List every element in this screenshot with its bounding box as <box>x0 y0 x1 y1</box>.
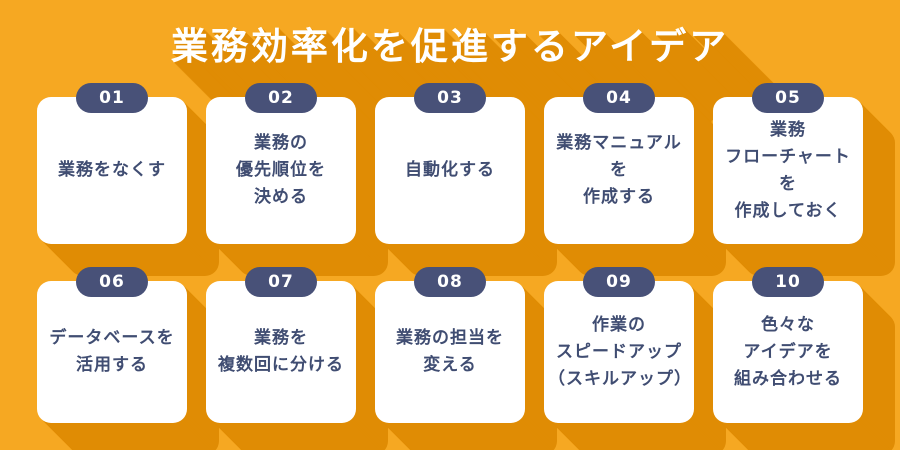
page-title: 業務効率化を促進するアイデア <box>170 25 730 68</box>
idea-card: 03 自動化する <box>375 83 525 244</box>
number-badge: 05 <box>752 83 824 113</box>
idea-card: 05 業務フローチャートを作成しておく <box>713 83 863 244</box>
idea-text: 作業のスピードアップ（スキルアップ） <box>548 314 692 389</box>
cards-row-1: 01 業務をなくす 02 業務の優先順位を決める 03 自動化する 04 業務マ… <box>37 83 863 244</box>
idea-text: 色々なアイデアを組み合わせる <box>734 314 842 389</box>
idea-card: 04 業務マニュアルを作成する <box>544 83 694 244</box>
idea-text: 業務マニュアルを作成する <box>556 133 682 207</box>
number-badge: 01 <box>76 83 148 113</box>
idea-card: 06 データベースを活用する <box>37 267 187 423</box>
number-badge: 06 <box>76 267 148 297</box>
idea-card: 10 色々なアイデアを組み合わせる <box>713 267 863 423</box>
idea-text: 業務をなくす <box>58 160 166 180</box>
number-badge: 03 <box>414 83 486 113</box>
idea-card: 07 業務を複数回に分ける <box>206 267 356 423</box>
idea-text: 業務の担当を変える <box>396 328 504 375</box>
idea-text: 業務の優先順位を決める <box>236 133 326 207</box>
number-badge: 08 <box>414 267 486 297</box>
cards-row-2: 06 データベースを活用する 07 業務を複数回に分ける 08 業務の担当を変え… <box>37 267 863 423</box>
idea-text: 自動化する <box>405 160 495 180</box>
number-badge: 02 <box>245 83 317 113</box>
number-badge: 10 <box>752 267 824 297</box>
idea-card: 08 業務の担当を変える <box>375 267 525 423</box>
idea-text: 業務フローチャートを作成しておく <box>725 119 851 221</box>
number-badge: 04 <box>583 83 655 113</box>
number-badge: 07 <box>245 267 317 297</box>
idea-card: 01 業務をなくす <box>37 83 187 244</box>
number-badge: 09 <box>583 267 655 297</box>
idea-card: 09 作業のスピードアップ（スキルアップ） <box>544 267 694 423</box>
idea-text: データベースを活用する <box>49 328 175 375</box>
idea-card: 02 業務の優先順位を決める <box>206 83 356 244</box>
idea-text: 業務を複数回に分ける <box>218 328 344 375</box>
